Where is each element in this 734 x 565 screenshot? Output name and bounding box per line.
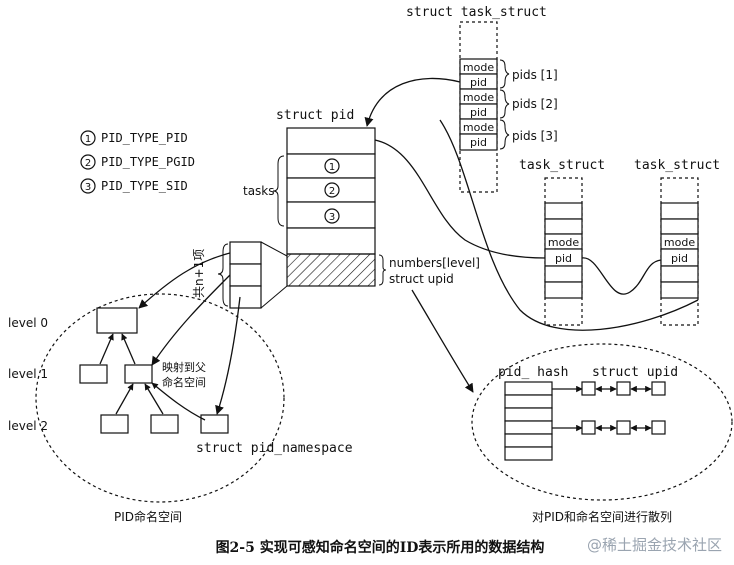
ns-level1-node-a bbox=[79, 364, 108, 384]
task-struct-right-rows: mode pid bbox=[660, 202, 699, 299]
gong-n1-label: 共n+1项 bbox=[192, 249, 206, 298]
array-brace bbox=[217, 243, 229, 307]
pids-brace-1 bbox=[499, 59, 510, 89]
ns-level2-node-a bbox=[100, 414, 129, 434]
pid-label-1: pid bbox=[470, 76, 487, 89]
tasks-label: tasks bbox=[243, 184, 275, 198]
top-task-struct-title: struct task_struct bbox=[406, 5, 547, 20]
struct-pid-title: struct pid bbox=[276, 108, 354, 123]
upid-chain-1 bbox=[552, 381, 666, 396]
tasks-num-3: 3 bbox=[329, 212, 335, 223]
mid-mode-label: mode bbox=[548, 236, 579, 249]
level-0-label: level 0 bbox=[8, 316, 48, 330]
array-to-level0-arrow bbox=[138, 252, 231, 309]
right-pid-label: pid bbox=[671, 252, 688, 265]
tasks-brace bbox=[272, 155, 285, 227]
pid-namespace-ellipse bbox=[35, 293, 285, 503]
legend-text-1: PID_TYPE_PID bbox=[101, 131, 188, 145]
pid-type-legend: 1 PID_TYPE_PID 2 PID_TYPE_PGID 3 PID_TYP… bbox=[80, 130, 195, 194]
ns-edge-3 bbox=[115, 383, 134, 415]
struct-pid-namespace-label: struct pid_namespace bbox=[196, 441, 353, 456]
pid-hash-ellipse bbox=[471, 343, 733, 501]
map-parent-label-2: 命名空间 bbox=[162, 375, 206, 389]
pid-label-2: pid bbox=[470, 106, 487, 119]
array-to-level2-arrow bbox=[215, 296, 241, 415]
legend-num-2: 2 bbox=[85, 158, 91, 169]
task-struct-mid-title: task_struct bbox=[519, 158, 605, 173]
pids-brace-3 bbox=[499, 119, 510, 150]
level-2-label: level 2 bbox=[8, 419, 48, 433]
pids-1-label: pids [1] bbox=[512, 68, 558, 82]
legend-text-2: PID_TYPE_PGID bbox=[101, 155, 195, 169]
ns-level1-node-b bbox=[124, 364, 153, 384]
ns-edge-4 bbox=[144, 383, 164, 415]
tasks-num-2: 2 bbox=[329, 186, 335, 197]
struct-upid-label: struct upid bbox=[389, 272, 454, 286]
mid-pid-label: pid bbox=[555, 252, 572, 265]
tasks-chain-link-2 bbox=[581, 257, 662, 295]
upid-numbers-array bbox=[229, 241, 262, 309]
task-struct-mid-rows: mode pid bbox=[544, 202, 583, 299]
right-mode-label: mode bbox=[664, 236, 695, 249]
ns-edge-2 bbox=[121, 333, 136, 365]
ns-edge-1 bbox=[99, 333, 114, 365]
pid-hash-label: pid_ hash bbox=[498, 365, 568, 380]
pids-brace-2 bbox=[499, 89, 510, 119]
upid-chain-2 bbox=[552, 420, 666, 435]
numbers-brace bbox=[378, 254, 387, 286]
pids-3-label: pids [3] bbox=[512, 129, 558, 143]
pid-to-struct-pid-arrow bbox=[364, 77, 461, 127]
array-to-level1-arrow bbox=[151, 274, 231, 366]
caption-pid-namespace: PID命名空间 bbox=[114, 509, 182, 524]
caption-hash: 对PID和命名空间进行散列 bbox=[532, 509, 672, 524]
struct-upid-hash-label: struct upid bbox=[592, 365, 678, 380]
top-task-struct-pids: mode pid mode pid mode pid bbox=[459, 58, 498, 151]
mode-label-1: mode bbox=[463, 61, 494, 74]
ns-edge-5 bbox=[151, 382, 206, 421]
tasks-chain-link-1 bbox=[374, 139, 546, 259]
numbers-level-label: numbers[level] bbox=[389, 256, 480, 270]
figure-caption: 图2-5 实现可感知命名空间的ID表示所用的数据结构 bbox=[216, 539, 545, 556]
task-struct-right-title: task_struct bbox=[634, 158, 720, 173]
pids-2-label: pids [2] bbox=[512, 97, 558, 111]
tasks-num-1: 1 bbox=[329, 162, 335, 173]
struct-pid-box: 1 2 3 bbox=[286, 127, 376, 287]
legend-num-1: 1 bbox=[85, 134, 91, 145]
level-1-label: level 1 bbox=[8, 367, 48, 381]
pid-hash-table bbox=[504, 381, 553, 461]
ns-level0-node bbox=[96, 307, 138, 334]
pid-label-3: pid bbox=[470, 136, 487, 149]
legend-text-3: PID_TYPE_SID bbox=[101, 179, 188, 193]
tasks-chain-link-3 bbox=[439, 119, 699, 331]
mode-label-3: mode bbox=[463, 121, 494, 134]
hatch-to-array-line bbox=[260, 241, 288, 309]
watermark: @稀土掘金技术社区 bbox=[587, 536, 722, 554]
mode-label-2: mode bbox=[463, 91, 494, 104]
ns-level2-node-c bbox=[200, 414, 229, 434]
upid-to-hash-arrow bbox=[411, 289, 474, 393]
ns-level2-node-b bbox=[150, 414, 179, 434]
legend-num-3: 3 bbox=[85, 182, 91, 193]
map-parent-label-1: 映射到父 bbox=[162, 360, 206, 374]
